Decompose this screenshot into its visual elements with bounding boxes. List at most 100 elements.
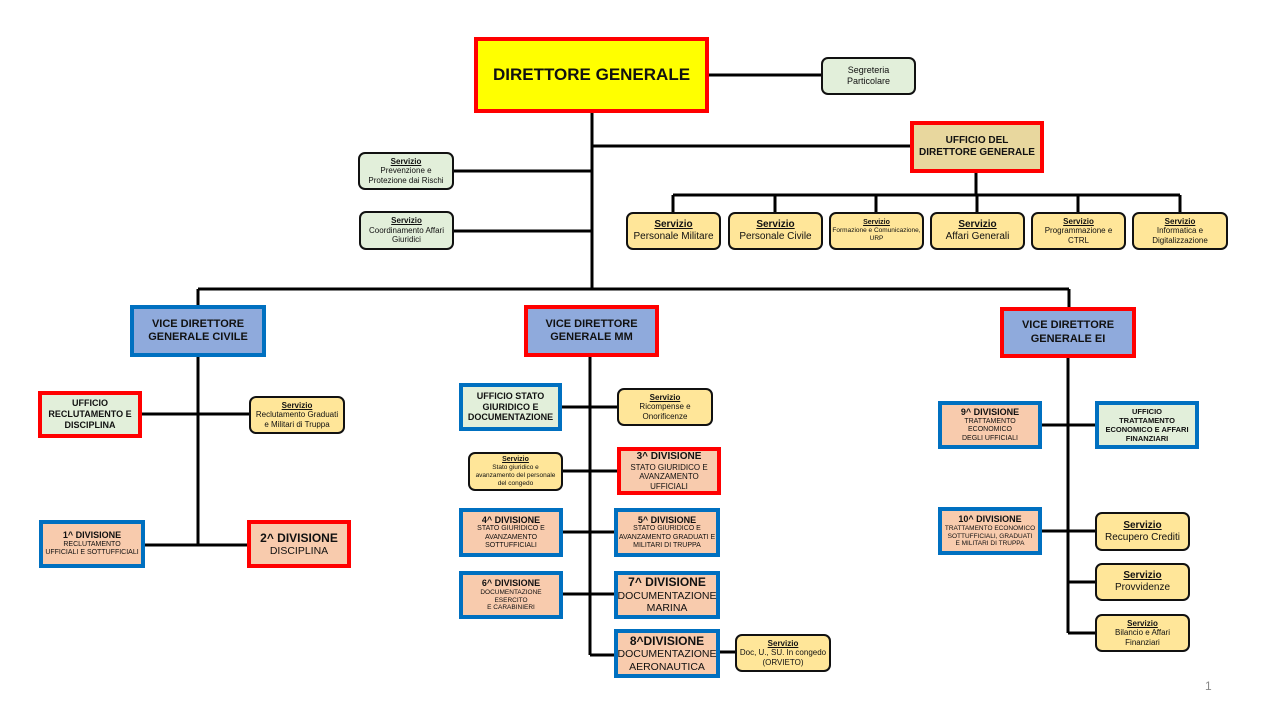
- label: Servizio: [1123, 570, 1162, 581]
- label: e Militari di Truppa: [264, 419, 330, 429]
- dg-title: DIRETTORE GENERALE: [492, 64, 691, 84]
- label: Recupero Crediti: [1104, 531, 1181, 543]
- label: GENERALE EI: [1030, 332, 1106, 345]
- label: Giuridici: [392, 235, 421, 245]
- label: DOCUMENTAZIONE: [467, 412, 554, 423]
- label: AVANZAMENTO GRADUATI E: [618, 533, 716, 541]
- label: Servizio: [863, 219, 890, 226]
- label: Stato giuridico e: [492, 464, 539, 471]
- label: 2^ DIVISIONE: [260, 530, 338, 545]
- label: Servizio: [654, 219, 693, 230]
- label: STATO GIURIDICO E: [633, 525, 701, 533]
- label: VICE DIRETTORE: [151, 317, 245, 330]
- label: Prevenzione e: [380, 166, 432, 176]
- label: 8^DIVISIONE: [629, 633, 705, 648]
- label: STATO GIURIDICO E: [630, 462, 708, 472]
- label: AVANZAMENTO: [484, 533, 538, 541]
- label: SOTTUFFICIALI, GRADUATI: [947, 532, 1033, 540]
- label: CTRL: [1068, 235, 1089, 245]
- label: ECONOMICO E AFFARI: [1105, 425, 1189, 434]
- label: Informatica e: [1156, 226, 1204, 236]
- label: Servizio: [391, 216, 422, 226]
- label: UFFICIALI E SOTTUFFICIALI: [45, 549, 139, 557]
- label: VICE DIRETTORE: [545, 317, 638, 330]
- label: 4^ DIVISIONE: [481, 514, 541, 525]
- label: 5^ DIVISIONE: [637, 514, 697, 525]
- label: FINANZIARI: [1125, 434, 1169, 443]
- label: UFFICIO DEL: [945, 135, 1009, 146]
- label: TRATTAMENTO: [1119, 416, 1175, 425]
- label: Reclutamento Graduati: [255, 410, 339, 420]
- label: Particolare: [846, 76, 891, 86]
- label: Servizio: [390, 156, 422, 166]
- label: Finanziari: [1125, 637, 1160, 647]
- label: avanzamento del personale: [475, 471, 556, 479]
- label: Ricompense e: [639, 402, 691, 412]
- label: 3^ DIVISIONE: [636, 450, 702, 462]
- label: Personale Militare: [633, 231, 714, 242]
- label: Servizio: [1063, 216, 1094, 226]
- label: DISCIPLINA: [64, 419, 116, 430]
- label: AERONAUTICA: [629, 660, 705, 673]
- label: Formazione e Comunicazione,: [832, 227, 921, 235]
- direttore-generale-box: DIRETTORE GENERALE: [474, 37, 709, 113]
- label: Servizio: [1127, 618, 1158, 628]
- label: E MILITARI DI TRUPPA: [955, 540, 1025, 548]
- label: Onorificenze: [642, 411, 688, 421]
- label: E CARABINIERI: [487, 604, 535, 612]
- label: (ORVIETO): [762, 657, 804, 667]
- label: Provvidenze: [1114, 582, 1171, 593]
- label: RECLUTAMENTO: [63, 541, 121, 548]
- label: Servizio: [502, 455, 529, 463]
- label: Servizio: [756, 219, 795, 230]
- label: DEGLI UFFICIALI: [961, 434, 1018, 442]
- label: 1^ DIVISIONE: [62, 530, 122, 541]
- label: URP: [869, 235, 884, 243]
- label: Servizio: [1164, 216, 1196, 226]
- label: Servizio: [1123, 519, 1162, 531]
- label: MILITARI DI TRUPPA: [633, 542, 701, 550]
- label: del congedo: [497, 479, 534, 487]
- label: GENERALE CIVILE: [148, 331, 248, 343]
- label: Servizio: [767, 638, 799, 648]
- label: UFFICIO STATO: [476, 390, 545, 401]
- label: Digitalizzazione: [1152, 235, 1208, 245]
- label: 6^ DIVISIONE: [481, 577, 541, 588]
- label: TRATTAMENTO ECONOMICO: [944, 524, 1036, 532]
- label: Personale Civile: [739, 231, 812, 242]
- label: GIURIDICO E: [482, 401, 539, 412]
- label: RECLUTAMENTO E: [48, 409, 132, 420]
- label: Programmazione e: [1044, 226, 1113, 236]
- label: TRATTAMENTO ECONOMICO: [964, 417, 1016, 434]
- label: STATO GIURIDICO E: [477, 525, 545, 533]
- label: DOCUMENTAZIONE ESERCITO: [480, 588, 542, 604]
